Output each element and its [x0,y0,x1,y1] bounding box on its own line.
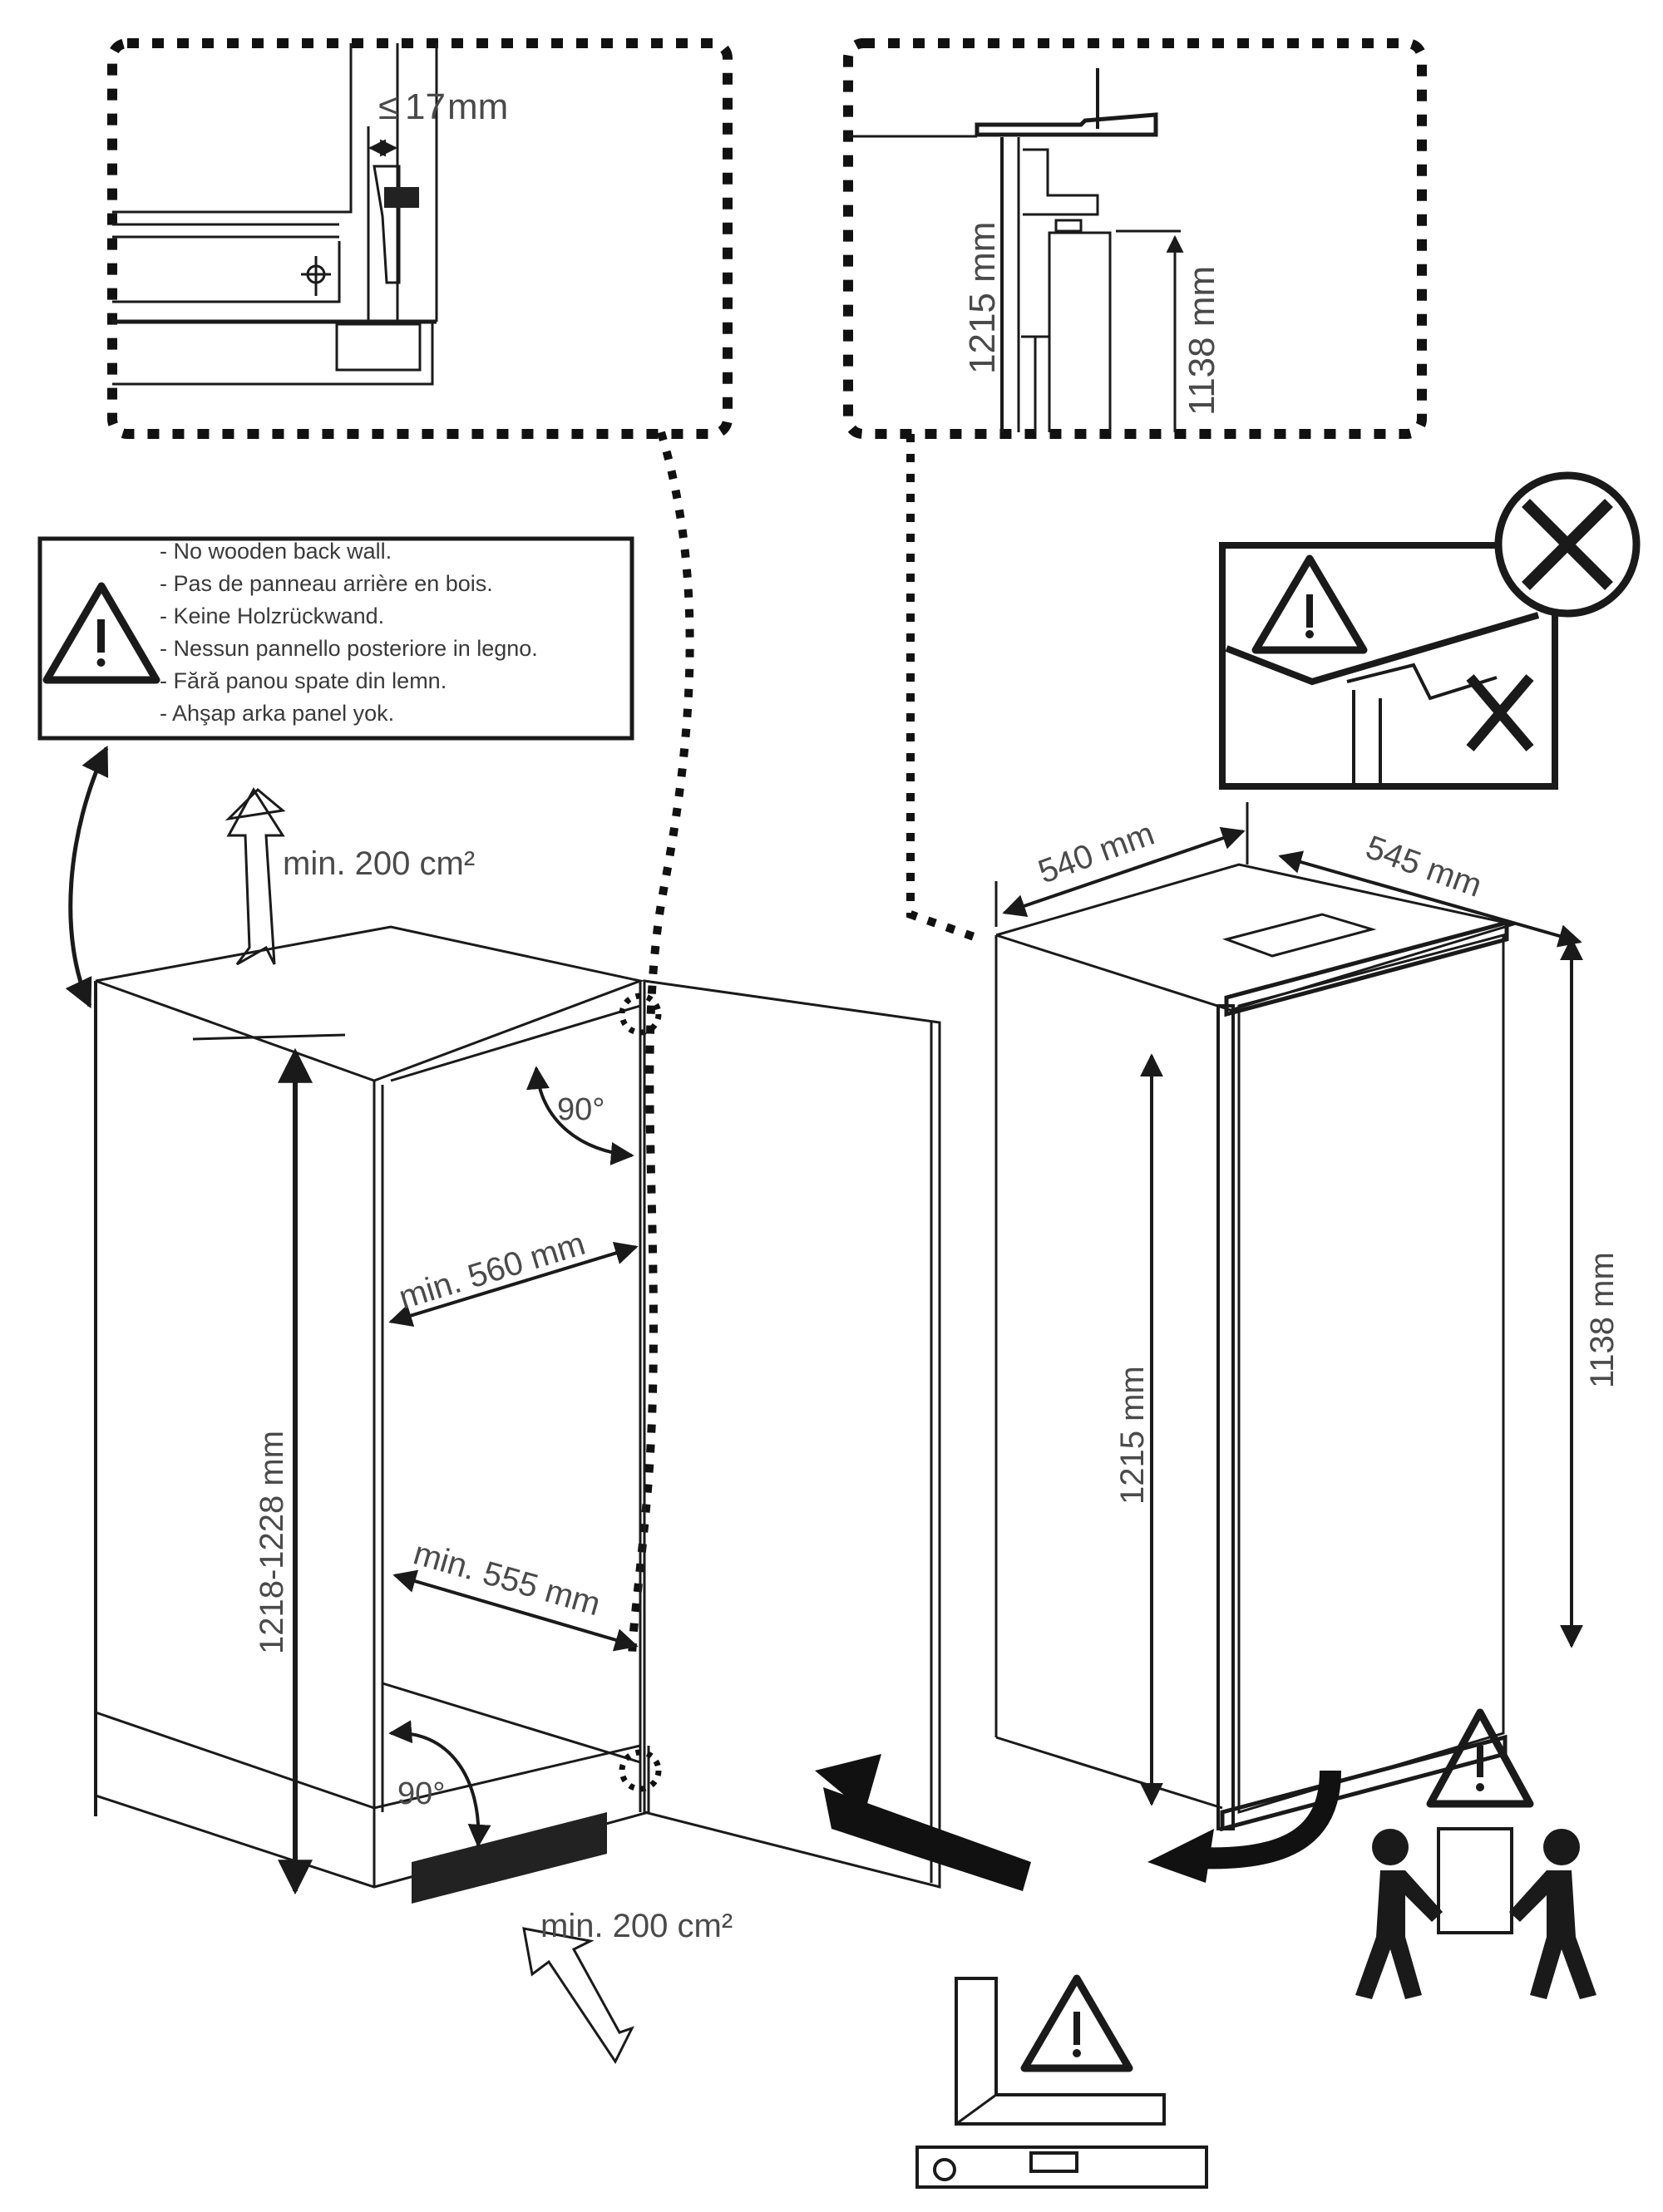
height-label-1138: 1138 mm [1182,266,1222,416]
warning-box: - No wooden back wall. - Pas de panneau … [37,536,634,741]
appliance-body-height-label: 1138 mm [1584,1252,1621,1388]
gap-value: 17 [405,86,446,127]
gap-le-symbol: ≤ [378,86,398,127]
handle-warning-inset [1219,471,1641,790]
warning-line-tr: - Ahşap arka panel yok. [160,701,394,726]
crosshair-icon [301,256,331,296]
appliance-width-label: 540 mm [1034,815,1159,891]
warning-line-ro: - Fără panou spate din lemn. [160,668,447,693]
cabinet-top-inner [390,1004,641,1082]
warning-frame [37,536,634,741]
detail-dotted-frame [843,38,1427,439]
warning-line-fr: - Pas de panneau arrière en bois. [160,571,493,596]
cabinet-bottom-inner [382,1682,641,1764]
niche-cabinet: 1218-1228 mm min. 560 mm min. 555 mm 90°… [94,787,662,1904]
height-detail-panel: 1215 mm 1138 mm [843,38,1427,439]
top-bracket [975,112,1158,137]
top-recess [1221,913,1377,958]
hinge-arm [1023,148,1099,216]
warning-line-de: - Keine Holzrückwand. [160,603,384,628]
door-panel-outline [112,241,341,303]
cabinet-front-edge [95,979,376,1825]
cabinet-edge [112,43,353,214]
warning-line-en: - No wooden back wall. [160,539,392,564]
angle-top-label: 90° [557,1092,605,1127]
hinge-mechanism [373,165,401,284]
warning-triangle-icon [1426,1708,1534,1808]
warning-pointer-arrow [65,745,109,1009]
cabinet-top [95,925,645,1082]
appliance: 1215 mm 1138 mm 540 mm 545 mm [994,802,1621,1832]
warning-triangle-icon [42,582,160,684]
door-edge-sketch [1225,612,1540,686]
appliance-body-outline [1048,231,1112,432]
carried-box [1437,1827,1513,1934]
handle-sketch [1346,663,1498,701]
vent-bottom-label: min. 200 cm² [540,1908,733,1944]
hinge-screw [384,187,419,208]
vent-top-label: min. 200 cm² [283,845,475,882]
angle-bottom-label: 90° [397,1776,445,1811]
insert-arrow-shaft [823,1787,1031,1891]
plinth-top [95,1711,641,1810]
niche-width-top-arrow [388,1241,639,1328]
hinge-detail-panel: ≤ 17 mm [107,38,733,439]
spirit-level-icon [915,2145,1208,2189]
niche-width-bottom-arrow [392,1569,639,1652]
dotted-leader-left [628,431,694,1663]
appliance-bottom [995,1736,1223,1810]
two-person-lift-icon [1355,1708,1596,1999]
set-square-icon [955,1977,1166,2126]
hinge-block [335,323,422,372]
hinge-bottom-marker [619,1749,662,1792]
appliance-depth-label: 545 mm [1361,829,1487,904]
furniture-door [643,979,941,1889]
angle-bottom-arrow [388,1720,491,1848]
niche-height-label: 1218-1228 mm [254,1431,290,1654]
appliance-depth-arrow [1278,850,1582,948]
circle-x-icon [1494,471,1641,618]
detail-dotted-frame [107,38,733,439]
door-hinge-side [1216,1004,1235,1830]
vent-up-arrow-icon [226,787,285,966]
dotted-leader-right [906,434,983,943]
vent-grille [412,1812,607,1904]
warning-triangle-icon [1020,1974,1133,2072]
angle-top-arrow [526,1066,634,1165]
plinth-line [112,322,434,386]
level-square-warning [915,1974,1208,2189]
hinge-top-marker [619,993,662,1036]
foot-pad [1054,219,1083,233]
rotate-arrow-head [1147,1829,1214,1883]
height-label-1215: 1215 mm [962,222,1003,374]
appliance-width-arrow [1002,826,1246,918]
rotate-arrow-shaft [1197,1770,1341,1870]
warning-triangle-icon [1251,554,1368,654]
small-x-icon [1466,674,1534,751]
height-ref-top [192,1033,346,1041]
appliance-height-label: 1215 mm [1114,1366,1151,1505]
insert-arrow-head [815,1754,881,1812]
warning-line-it: - Nessun pannello posteriore in legno. [160,636,538,661]
vent-in-arrow-icon [522,1927,634,2064]
gap-unit: mm [447,86,508,127]
appliance-door [1237,934,1505,1815]
